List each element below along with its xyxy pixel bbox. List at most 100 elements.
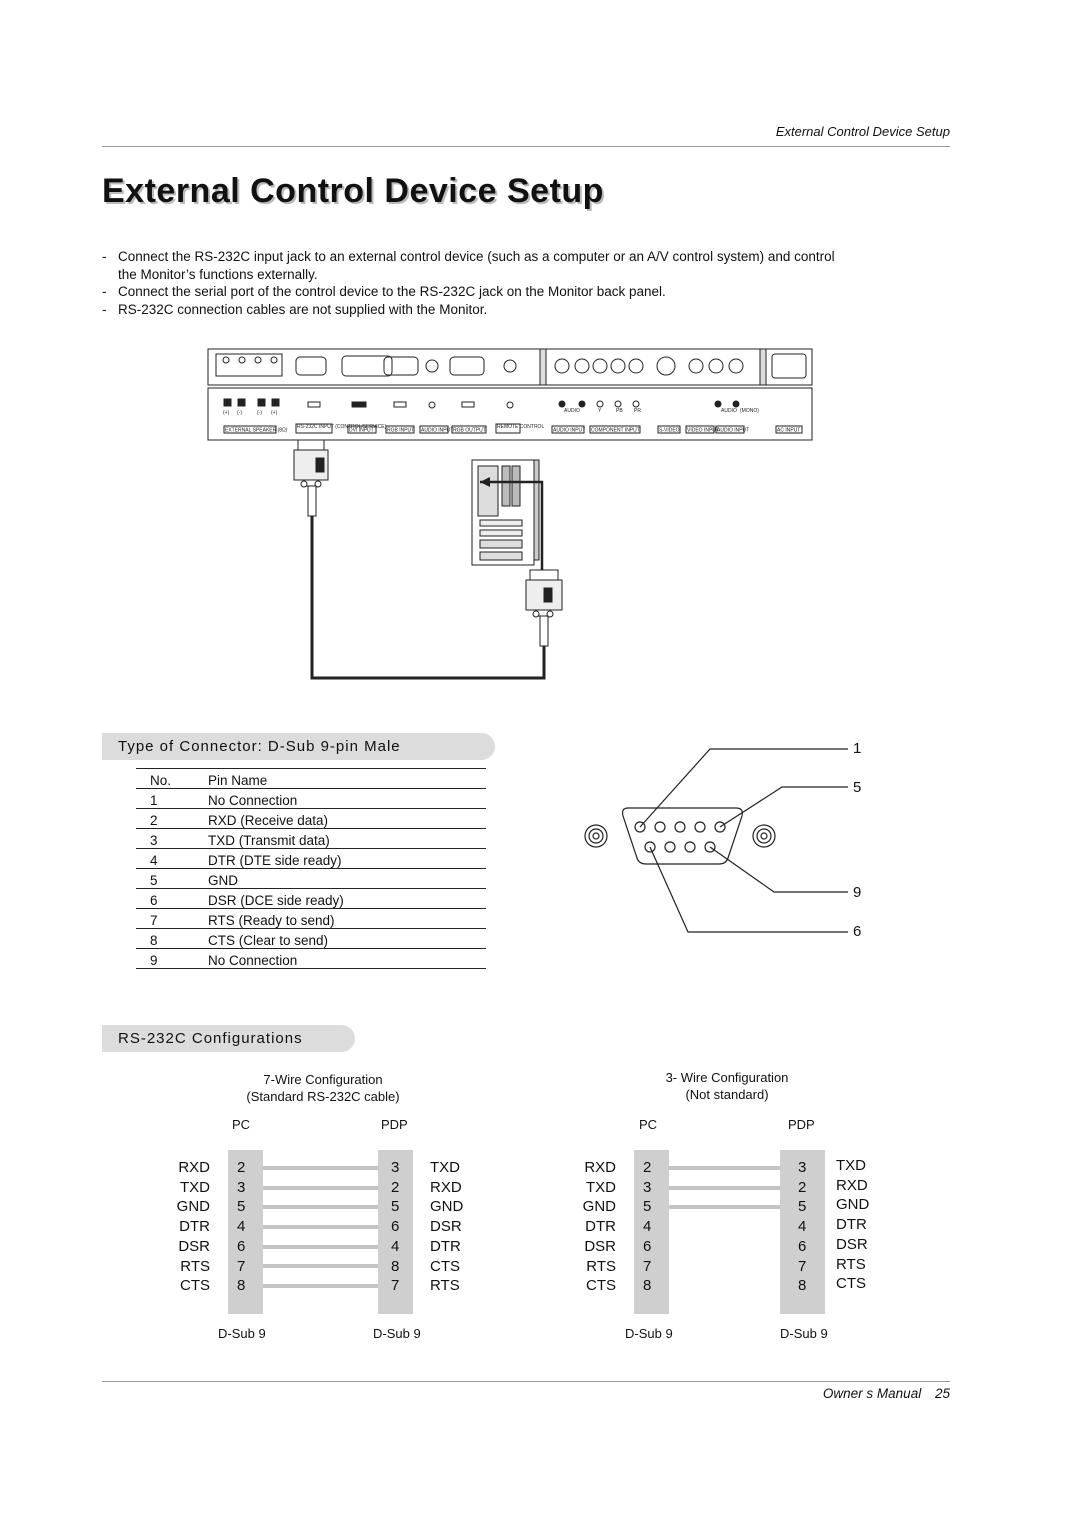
- pdp-header: PDP: [381, 1117, 408, 1132]
- pc-cable-connector: [525, 569, 563, 647]
- pin-name: RXD (Receive data): [208, 808, 486, 829]
- panel-label: RGB OUTPUT: [453, 428, 486, 434]
- three-wire-lines: [669, 1166, 780, 1209]
- pdp-connector-column: [780, 1150, 825, 1314]
- panel-sublabel: PR: [634, 408, 641, 414]
- instruction-text: RS-232C connection cables are not suppli…: [118, 301, 488, 317]
- pdp-signal: RTS: [430, 1277, 460, 1295]
- caption-line: (Standard RS-232C cable): [246, 1089, 400, 1104]
- pin-number: 4: [136, 848, 208, 869]
- pdp-pin: 4: [391, 1237, 400, 1255]
- instruction-item: -Connect the serial port of the control …: [102, 284, 666, 299]
- pin-name: DTR (DTE side ready): [208, 848, 486, 869]
- pdp-signal: CTS: [430, 1257, 460, 1275]
- pdp-pin: 3: [798, 1159, 807, 1176]
- pin-label-5: 5: [853, 779, 862, 796]
- footer-label: Owner s Manual: [822, 1386, 922, 1401]
- pc-signal: CTS: [586, 1277, 616, 1295]
- pdp-signal: DSR: [836, 1235, 868, 1253]
- pin-number: 6: [136, 888, 208, 909]
- running-header: External Control Device Setup: [775, 124, 950, 139]
- pdp-signal: RXD: [836, 1176, 868, 1194]
- pc-signal: RXD: [178, 1159, 210, 1176]
- pc-signal: DTR: [179, 1218, 210, 1236]
- serial-cable: [310, 480, 546, 680]
- back-panel-labels: EXTERNAL SPEAKER (8Ω) RS-232C INPUT (CON…: [223, 408, 800, 434]
- pc-signal: RTS: [586, 1257, 616, 1275]
- back-panel-connection-diagram: EXTERNAL SPEAKER (8Ω) RS-232C INPUT (CON…: [207, 348, 813, 680]
- panel-label: AUDIO INPUT: [717, 428, 749, 434]
- arrow-icon: [480, 477, 490, 487]
- pc-signal: DSR: [178, 1237, 210, 1255]
- mounting-screw-icon: [752, 824, 776, 848]
- pdp-signal: DTR: [836, 1216, 867, 1234]
- pin-number: 9: [136, 948, 208, 969]
- pin-number: 5: [136, 868, 208, 889]
- pin-number: 3: [136, 828, 208, 849]
- pc-pin: 8: [643, 1277, 652, 1295]
- pc-signal: CTS: [180, 1277, 210, 1295]
- monitor-back-panel: [207, 348, 813, 441]
- pin-name: No Connection: [208, 948, 486, 969]
- pdp-pin: 2: [798, 1178, 807, 1196]
- pdp-pin-list: 3 2 5 6 4 8 7: [391, 1158, 399, 1296]
- pin-name: RTS (Ready to send): [208, 908, 486, 929]
- pc-pin: 8: [237, 1277, 246, 1295]
- panel-sublabel: Y: [598, 408, 602, 414]
- mounting-screw-icon: [584, 824, 608, 848]
- monitor-cable-connector: [293, 439, 329, 517]
- pdp-pin: 5: [391, 1198, 400, 1216]
- pin-number: 2: [136, 808, 208, 829]
- pc-pin: 4: [643, 1218, 652, 1236]
- pin-number: 7: [136, 908, 208, 929]
- pc-pin: 6: [643, 1237, 652, 1255]
- panel-label: VIDEO INPUT: [687, 428, 719, 434]
- pdp-pin: 7: [798, 1257, 807, 1275]
- pin-number: 8: [136, 928, 208, 949]
- panel-label: DVI INPUT: [349, 428, 374, 434]
- panel-sublabel: (+): [271, 410, 278, 416]
- pc-signal: RXD: [584, 1159, 616, 1176]
- pdp-pin: 4: [798, 1218, 807, 1236]
- pc-signal: DSR: [584, 1237, 616, 1255]
- caption-line: 3- Wire Configuration: [665, 1070, 789, 1085]
- panel-label: S-VIDEO: [659, 428, 680, 434]
- pc-pin: 7: [237, 1257, 246, 1275]
- pc-signal: GND: [176, 1198, 210, 1216]
- pin-table-header-name: Pin Name: [208, 768, 486, 789]
- pdp-connector-label: D-Sub 9: [780, 1326, 828, 1341]
- pc-pin: 5: [237, 1198, 246, 1216]
- footer-rule: [102, 1381, 950, 1382]
- seven-wire-caption: 7-Wire Configuration (Standard RS-232C c…: [210, 1071, 436, 1105]
- pin-name: DSR (DCE side ready): [208, 888, 486, 909]
- panel-label: RGB INPUT: [387, 428, 414, 434]
- pdp-connector-label: D-Sub 9: [373, 1326, 421, 1341]
- pdp-signal: TXD: [836, 1157, 866, 1174]
- pc-pin-list: 2 3 5 4 6 7 8: [643, 1158, 651, 1296]
- pdp-pin: 8: [798, 1277, 807, 1295]
- pdp-signal: GND: [430, 1198, 464, 1216]
- pin-label-6: 6: [853, 923, 862, 940]
- pin-label-1: 1: [853, 740, 862, 757]
- pc-connector-label: D-Sub 9: [625, 1326, 673, 1341]
- pc-pin-list: 2 3 5 4 6 7 8: [237, 1158, 245, 1296]
- header-rule: [102, 146, 950, 147]
- panel-label: RS-232C INPUT (CONTROL/SERVICE): [297, 424, 387, 430]
- pdp-signal-list: TXD RXD GND DTR DSR RTS CTS: [836, 1156, 869, 1294]
- pc-connector-label: D-Sub 9: [218, 1326, 266, 1341]
- pc-pin: 3: [643, 1178, 652, 1196]
- dsub-shell: [621, 807, 743, 865]
- pdp-pin: 5: [798, 1198, 807, 1216]
- instruction-text: Connect the RS-232C input jack to an ext…: [118, 249, 835, 282]
- panel-label: AUDIO INPUT: [421, 428, 453, 434]
- pc-tower: [471, 459, 540, 566]
- pc-signal: TXD: [586, 1178, 616, 1196]
- pc-signal: GND: [582, 1198, 616, 1216]
- pdp-signal: DTR: [430, 1237, 461, 1255]
